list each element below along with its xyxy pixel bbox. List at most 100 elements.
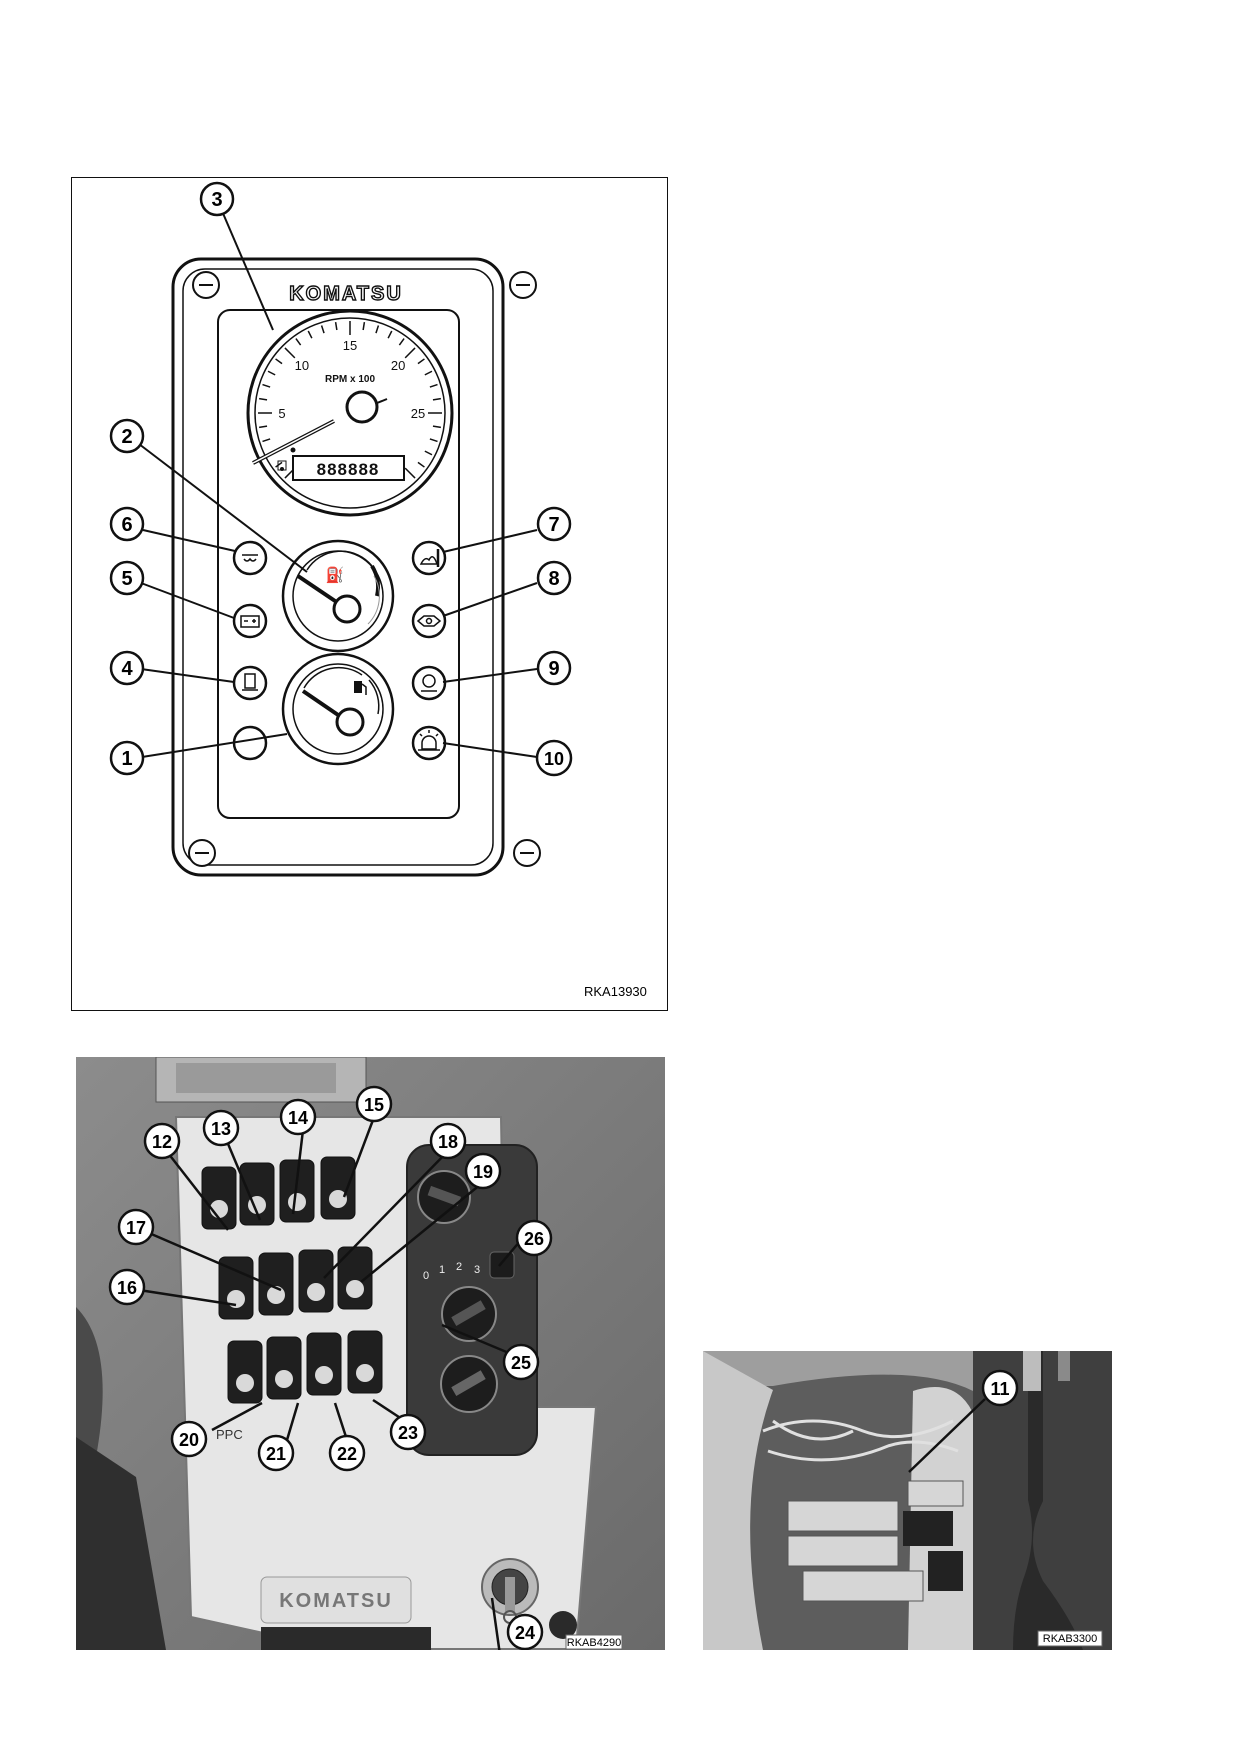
callout-26: 26	[515, 1219, 553, 1257]
switch-indicator-icon	[329, 1190, 347, 1208]
svg-text:17: 17	[126, 1218, 146, 1238]
brand-logo: KOMATSU	[289, 283, 403, 305]
svg-text:3: 3	[474, 1264, 480, 1276]
switch-indicator-icon	[346, 1280, 364, 1298]
svg-text:1: 1	[439, 1264, 445, 1276]
callout-16: 16	[108, 1268, 146, 1306]
switch-indicator-icon	[307, 1283, 325, 1301]
gauge-tick	[404, 467, 416, 479]
fuse-box-photo: 11 RKAB3300	[703, 1351, 1112, 1650]
callout-11: 11	[981, 1369, 1019, 1407]
gauge-tick	[284, 347, 296, 359]
gauge-tick	[275, 358, 283, 365]
fuel-pump-icon	[354, 681, 362, 693]
air-filter-icon	[232, 665, 268, 701]
rocker-switch[interactable]	[279, 1159, 315, 1223]
gauge-tick	[375, 325, 380, 334]
switch-indicator-icon	[236, 1374, 254, 1392]
callout-14: 14	[279, 1098, 317, 1136]
callout-24: 24	[506, 1613, 544, 1650]
fuel-gauge	[281, 652, 395, 766]
gauge-tick-label: 10	[295, 358, 309, 373]
svg-text:20: 20	[179, 1430, 199, 1450]
callout-9: 9	[536, 650, 572, 686]
switch-panel-drawing: 0 1 2 3 PPC KOMATSU	[76, 1057, 665, 1650]
rocker-switch[interactable]	[239, 1162, 275, 1226]
gauge-tick-label: 15	[343, 338, 357, 353]
gauge-tick	[432, 425, 441, 429]
brand-plate	[260, 1576, 412, 1624]
svg-text:7: 7	[548, 514, 559, 536]
svg-text:25: 25	[511, 1353, 531, 1373]
figure-code: RKAB3300	[1043, 1633, 1097, 1645]
svg-text:8: 8	[548, 568, 559, 590]
gauge-tick-label: 25	[411, 406, 425, 421]
svg-text:1: 1	[121, 748, 132, 770]
gauge-tick	[417, 461, 425, 468]
gauge-tick	[259, 397, 268, 401]
callout-4: 4	[109, 650, 145, 686]
rocker-switch[interactable]	[320, 1156, 356, 1220]
rocker-switch[interactable]	[266, 1336, 302, 1400]
svg-text:10: 10	[544, 749, 564, 769]
brand-logo: KOMATSU	[279, 1590, 393, 1612]
svg-text:19: 19	[473, 1162, 493, 1182]
gauge-tick	[320, 325, 325, 334]
callout-17: 17	[117, 1208, 155, 1246]
rocker-switch[interactable]	[258, 1252, 294, 1316]
gauge-tick-label: 20	[391, 358, 405, 373]
gauge-tick	[262, 383, 271, 388]
gauge-tick	[262, 438, 271, 443]
rocker-switch[interactable]	[298, 1249, 334, 1313]
gauge-tick	[267, 370, 276, 376]
gauge-tick	[417, 358, 425, 365]
switch-indicator-icon	[275, 1370, 293, 1388]
rocker-switch[interactable]	[306, 1332, 342, 1396]
gauge-tick-label: 5	[278, 406, 285, 421]
ac-switch[interactable]	[489, 1251, 515, 1279]
svg-text:18: 18	[438, 1132, 458, 1152]
rocker-switch[interactable]	[227, 1340, 263, 1404]
gauge-tick	[307, 330, 313, 339]
switch-indicator-icon	[356, 1364, 374, 1382]
callout-8: 8	[536, 560, 572, 596]
switch-indicator-icon	[315, 1366, 333, 1384]
callout-5: 5	[109, 560, 145, 596]
callout-2: 2	[109, 418, 145, 454]
fuse-box-drawing: 11 RKAB3300	[703, 1351, 1112, 1650]
gauge-tick	[432, 397, 441, 401]
svg-text:24: 24	[515, 1623, 535, 1643]
blank-lamp	[232, 725, 268, 761]
gauge-tick	[424, 450, 433, 456]
svg-text:3: 3	[211, 189, 222, 211]
callout-6: 6	[109, 506, 145, 542]
svg-text:15: 15	[364, 1095, 384, 1115]
engine-oil-pressure-icon	[411, 603, 447, 639]
instrument-panel-drawing: KOMATSU 051015202530 RPM x 100 888888	[109, 181, 573, 877]
switch-indicator-icon	[288, 1193, 306, 1211]
svg-text:23: 23	[398, 1423, 418, 1443]
callout-3: 3	[199, 181, 235, 217]
svg-text:16: 16	[117, 1278, 137, 1298]
callout-21: 21	[257, 1434, 295, 1472]
engine-oil-gauge: ⛽	[281, 539, 395, 653]
svg-text:2: 2	[121, 426, 132, 448]
gauge-tick	[429, 438, 438, 443]
switch-indicator-icon	[227, 1290, 245, 1308]
needle-hub	[345, 390, 379, 424]
figure-code: RKA13930	[584, 984, 647, 999]
callout-7: 7	[536, 506, 572, 542]
callout-12: 12	[143, 1122, 181, 1160]
gauge-unit-label: RPM x 100	[325, 374, 375, 385]
instrument-panel-figure: KOMATSU 051015202530 RPM x 100 888888	[71, 177, 668, 1011]
service-meter-digits: 888888	[317, 460, 380, 479]
svg-text:12: 12	[152, 1132, 172, 1152]
callout-15: 15	[355, 1085, 393, 1123]
callout-10: 10	[535, 739, 573, 777]
gauge-tick	[334, 322, 338, 331]
rocker-switch[interactable]	[347, 1330, 383, 1394]
callout-23: 23	[389, 1413, 427, 1451]
switch-panel-photo: 0 1 2 3 PPC KOMATSU	[76, 1057, 665, 1650]
service-meter	[292, 455, 405, 481]
gauge-tick	[398, 338, 405, 346]
